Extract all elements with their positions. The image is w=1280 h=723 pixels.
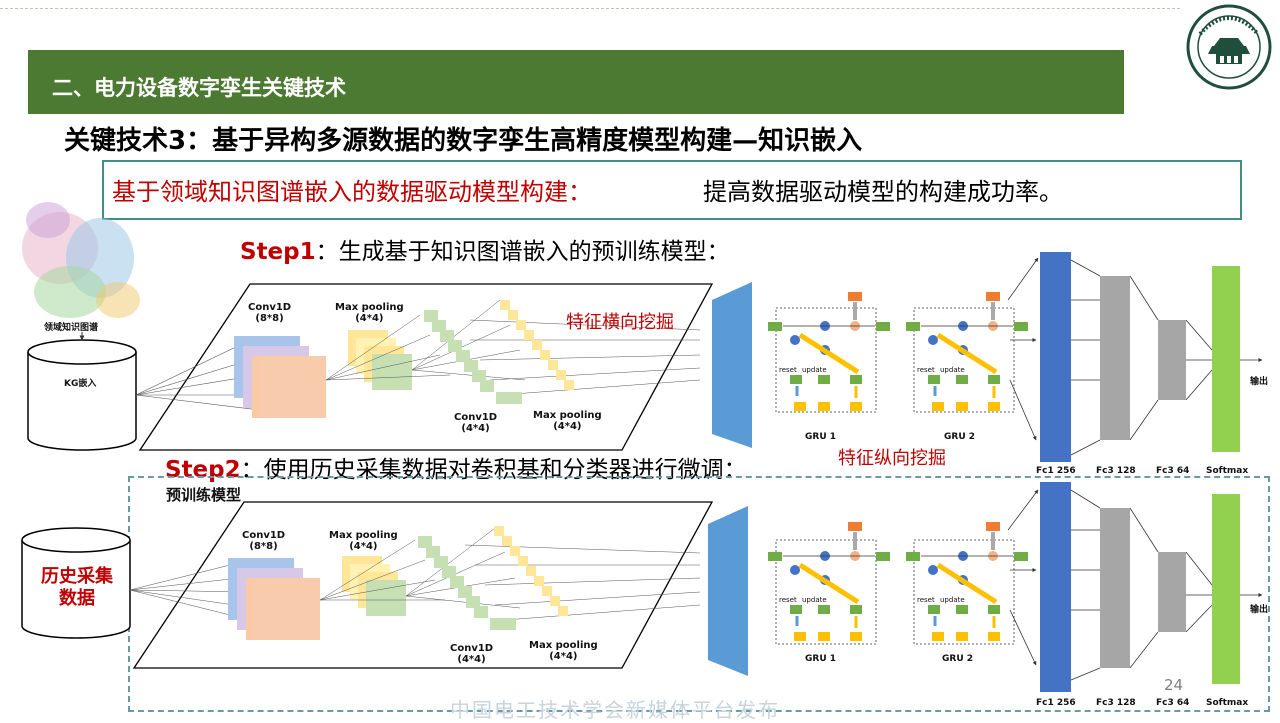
gru2-update-lower: update [940,596,965,604]
university-seal-logo [1186,4,1272,90]
conv1-label-upper: Conv1D(8*8) [248,302,291,324]
step1-heading: Step1：生成基于知识图谱嵌入的预训练模型： [240,232,730,266]
pool1-label-upper: Max pooling(4*4) [335,302,404,324]
pool2-label-lower: Max pooling(4*4) [529,640,598,662]
conv2-label-upper-size: (4*4) [461,423,490,434]
flatten-funnel-lower [708,506,748,676]
conv2-label-lower-name: Conv1D [450,643,494,654]
pool1-label-lower: Max pooling(4*4) [329,530,398,552]
vertical-feature-annotation: 特征纵向挖掘 [838,448,946,469]
conv2-label-lower: Conv1D(4*4) [450,643,493,665]
page-number: 24 [1164,676,1184,694]
knowledge-graph-image [22,202,140,318]
gru2-update-upper: update [940,366,965,374]
conv2-label-lower-size: (4*4) [457,654,486,665]
gru2-label-lower: GRU 2 [942,654,974,664]
flatten-funnel-upper [712,282,752,448]
conv1-label-upper-name: Conv1D [248,302,292,313]
horizontal-feature-annotation: 特征横向挖掘 [566,312,674,333]
step2-text: ：使用历史采集数据对卷积基和分类器进行微调： [240,457,747,483]
section-banner-title: 二、电力设备数字孪生关键技术 [52,76,346,100]
conv2-label-upper-name: Conv1D [454,412,498,423]
fc-layers-lower [1007,482,1263,692]
gru1-label-upper: GRU 1 [805,432,837,442]
softmax-label-upper: Softmax [1206,466,1249,476]
fc3-128-label-upper: Fc3 128 [1096,466,1136,476]
history-db-label-line2: 数据 [59,588,95,609]
pool1-label-upper-name: Max pooling [335,302,404,313]
history-db-label: 历史采集 数据 [32,566,122,610]
pool1-label-upper-size: (4*4) [355,313,384,324]
gru1-reset-lower: reset [779,596,797,604]
gru2-reset-upper: reset [917,366,935,374]
softmax-label-lower: Softmax [1206,698,1249,708]
gru1-update-lower: update [802,596,827,604]
conv1-label-lower-name: Conv1D [242,530,286,541]
pool2-label-upper-name: Max pooling [533,410,602,421]
pool1-label-lower-name: Max pooling [329,530,398,541]
fc-layers-upper [1007,252,1263,462]
slide-title: 关键技术3：基于异构多源数据的数字孪生高精度模型构建—知识嵌入 [64,126,863,156]
conv1-label-lower: Conv1D(8*8) [242,530,285,552]
fc3-64-label-lower: Fc3 64 [1156,698,1190,708]
pool2-label-lower-size: (4*4) [549,651,578,662]
gru1-cell-lower [768,522,890,645]
conv1-label-lower-size: (8*8) [249,541,278,552]
cnn-block-lower [129,501,714,669]
step1-label: Step1 [240,239,316,265]
pool2-label-upper: Max pooling(4*4) [533,410,602,432]
gru2-label-upper: GRU 2 [944,432,976,442]
gru1-update-upper: update [802,366,827,374]
pool2-label-upper-size: (4*4) [553,421,582,432]
watermark-text: 中国电工技术学会新媒体平台发布 [450,698,780,722]
gru2-cell-upper [906,292,1028,413]
callout-black-text: 提高数据驱动模型的构建成功率。 [703,178,1063,206]
pool1-label-lower-size: (4*4) [349,541,378,552]
step2-heading: Step2：使用历史采集数据对卷积基和分类器进行微调： [165,450,747,484]
fc3-64-label-upper: Fc3 64 [1156,466,1190,476]
step1-text: ：生成基于知识图谱嵌入的预训练模型： [315,239,730,265]
fc3-128-label-lower: Fc3 128 [1096,698,1136,708]
output-label-upper: 输出 [1250,377,1269,387]
callout-box [102,160,1242,220]
cnn-block-upper [135,283,714,451]
gru2-cell-lower [906,522,1028,645]
kg-db-label: KG嵌入 [64,379,97,389]
pool2-label-lower-name: Max pooling [529,640,598,651]
gru1-label-lower: GRU 1 [805,654,837,664]
kg-graph-label: 领域知识图谱 [44,323,99,333]
history-database-cylinder [21,527,131,639]
fc1-label-lower: Fc1 256 [1036,698,1076,708]
conv2-label-upper: Conv1D(4*4) [454,412,497,434]
gru1-cell-upper [768,292,890,413]
fc1-label-upper: Fc1 256 [1036,466,1076,476]
gru2-reset-lower: reset [917,596,935,604]
output-label-lower: 输出 [1250,605,1269,615]
step2-label: Step2 [165,457,241,483]
top-rule [0,8,1180,9]
section-banner [28,50,1124,114]
callout-red-text: 基于领域知识图谱嵌入的数据驱动模型构建： [112,178,592,206]
history-db-label-line1: 历史采集 [41,566,113,587]
pretrained-model-label: 预训练模型 [166,486,242,504]
gru1-reset-upper: reset [779,366,797,374]
kg-database-cylinder [27,339,137,451]
conv1-label-upper-size: (8*8) [255,313,284,324]
